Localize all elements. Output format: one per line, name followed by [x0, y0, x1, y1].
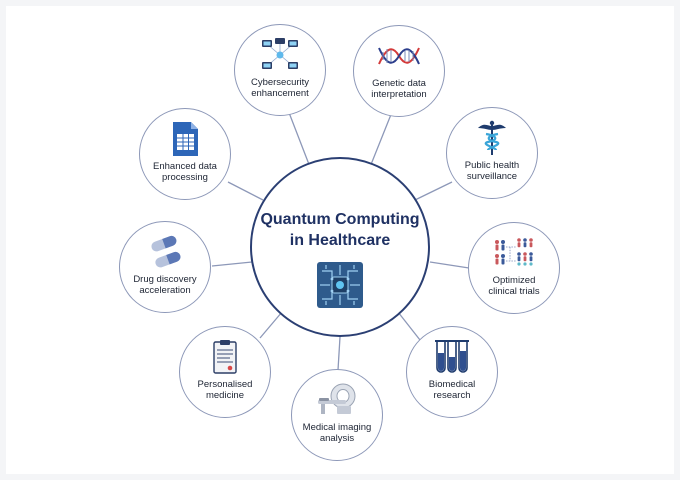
- dna-icon: [378, 47, 420, 65]
- node-cybersecurity-line1: Cybersecurity: [250, 77, 310, 88]
- node-data-processing-line1: Enhanced data: [153, 161, 217, 172]
- node-cybersecurity-line2: enhancement: [251, 88, 309, 99]
- node-personalised: Personalised medicine: [179, 326, 271, 418]
- caduceus-icon: [478, 120, 506, 155]
- center-title-line2: in Healthcare: [289, 232, 391, 249]
- node-drug-discovery-line1: Drug discovery: [133, 274, 197, 285]
- node-public-health-line2: surveillance: [466, 171, 518, 182]
- node-public-health-label: Public health surveillance: [452, 160, 532, 182]
- node-personalised-line1: Personalised: [197, 379, 253, 390]
- node-clinical-trials: Optimized clinical trials: [468, 222, 560, 314]
- connector-drug-discovery: [211, 261, 253, 267]
- node-genetic: Genetic data interpretation: [353, 25, 445, 117]
- node-data-processing-label: Enhanced data processing: [145, 161, 225, 183]
- connector-biomedical: [397, 311, 421, 341]
- node-clinical-trials-line1: Optimized: [492, 275, 536, 286]
- node-imaging-line2: analysis: [319, 433, 355, 444]
- node-imaging-line1: Medical imaging: [302, 422, 372, 433]
- node-personalised-label: Personalised medicine: [185, 379, 265, 401]
- node-imaging: Medical imaging analysis: [291, 369, 383, 461]
- node-imaging-label: Medical imaging analysis: [297, 422, 377, 444]
- node-genetic-line2: interpretation: [371, 89, 427, 100]
- ct-scanner-icon: [318, 383, 356, 414]
- pills-icon: [151, 235, 181, 268]
- node-biomedical: Biomedical research: [406, 326, 498, 418]
- test-tubes-icon: [435, 340, 469, 373]
- node-cybersecurity-label: Cybersecurity enhancement: [240, 77, 320, 99]
- people-groups-icon: [495, 238, 533, 266]
- node-biomedical-line1: Biomedical: [428, 379, 476, 390]
- node-clinical-trials-line2: clinical trials: [488, 286, 540, 297]
- quantum-chip-icon: [317, 262, 363, 308]
- center-title-line1: Quantum Computing: [260, 211, 420, 228]
- node-drug-discovery: Drug discovery acceleration: [119, 221, 211, 313]
- network-computers-icon: [262, 38, 298, 69]
- node-personalised-line2: medicine: [205, 390, 245, 401]
- center-hub: Quantum Computing in Healthcare: [250, 157, 430, 337]
- connector-data-processing: [227, 181, 264, 201]
- connector-public-health: [414, 181, 453, 201]
- node-data-processing-line2: processing: [162, 172, 208, 183]
- spreadsheet-document-icon: [173, 122, 198, 156]
- node-public-health: Public health surveillance: [446, 107, 538, 199]
- node-data-processing: Enhanced data processing: [139, 108, 231, 200]
- connector-cybersecurity: [287, 109, 311, 168]
- node-cybersecurity: Cybersecurity enhancement: [234, 24, 326, 116]
- node-public-health-line1: Public health: [464, 160, 520, 171]
- prescription-clipboard-icon: [213, 340, 237, 374]
- node-genetic-line1: Genetic data: [372, 78, 426, 89]
- node-clinical-trials-label: Optimized clinical trials: [474, 275, 554, 297]
- connector-imaging: [337, 336, 341, 371]
- node-genetic-label: Genetic data interpretation: [359, 78, 439, 100]
- center-title: Quantum Computing in Healthcare: [252, 209, 428, 251]
- connector-personalised: [259, 311, 283, 339]
- connector-clinical-trials: [429, 261, 470, 269]
- node-drug-discovery-line2: acceleration: [139, 285, 191, 296]
- node-biomedical-line2: research: [433, 390, 471, 401]
- connector-genetic: [369, 111, 393, 168]
- node-biomedical-label: Biomedical research: [412, 379, 492, 401]
- node-drug-discovery-label: Drug discovery acceleration: [125, 274, 205, 296]
